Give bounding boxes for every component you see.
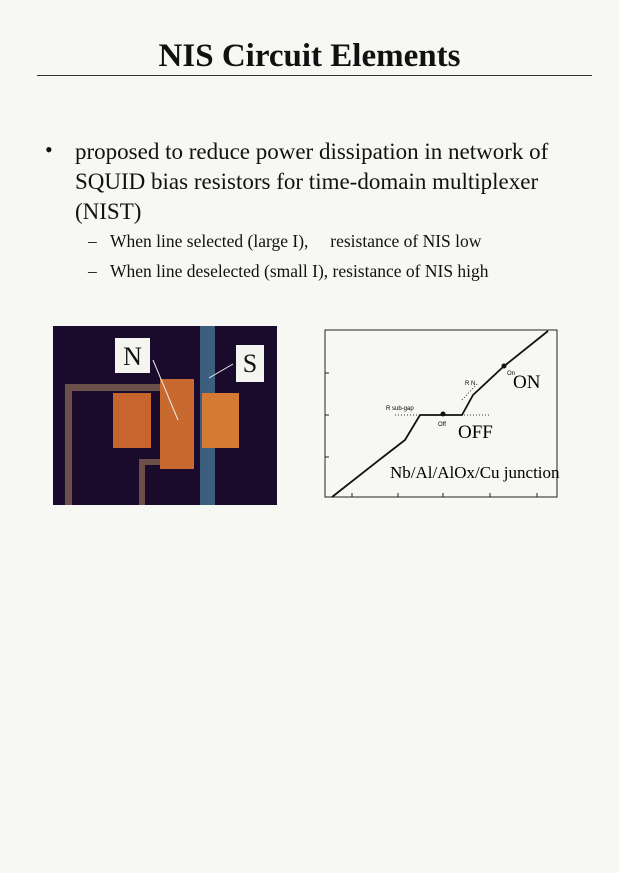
title-underline bbox=[37, 75, 592, 76]
device-micrograph: N S bbox=[53, 326, 277, 505]
sub-bullet-1: –When line selected (large I), resistanc… bbox=[88, 231, 482, 251]
label-n: N bbox=[115, 338, 150, 373]
plot-frame bbox=[324, 329, 558, 498]
label-s: S bbox=[236, 345, 264, 382]
junction-caption: Nb/Al/AlOx/Cu junction bbox=[390, 463, 560, 482]
off-label: OFF bbox=[458, 422, 493, 443]
sub-bullet-2: –When line deselected (small I), resista… bbox=[88, 261, 489, 281]
dash-icon: – bbox=[88, 261, 97, 281]
bullet-text: proposed to reduce power dissipation in … bbox=[75, 139, 549, 224]
dash-icon: – bbox=[88, 231, 97, 251]
off-small-label: Off bbox=[438, 422, 446, 428]
slide-title: NIS Circuit Elements bbox=[158, 38, 461, 74]
off-point bbox=[440, 411, 446, 417]
on-label: ON bbox=[513, 372, 541, 393]
on-point bbox=[501, 363, 507, 369]
on-small-label: On bbox=[507, 371, 515, 377]
rn-guide bbox=[461, 382, 479, 401]
bullet-icon: • bbox=[45, 137, 53, 162]
rn-label: R N bbox=[465, 381, 475, 387]
tick-marks bbox=[325, 372, 538, 497]
rsubgap-label: R sub-gap bbox=[386, 406, 414, 412]
